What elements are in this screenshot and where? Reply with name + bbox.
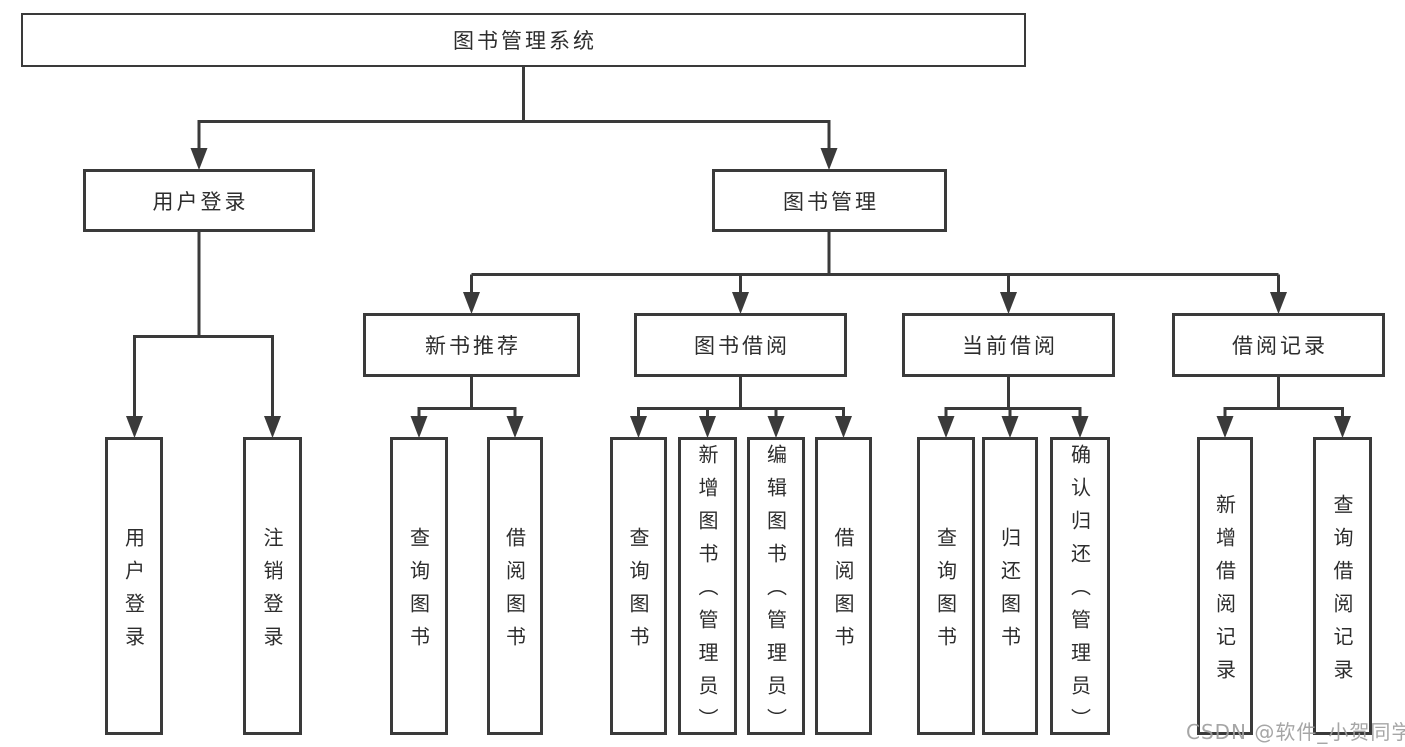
arrow-down-icon [190, 148, 208, 170]
node-label: 查询图书 [933, 526, 958, 659]
arrow-down-icon [264, 416, 281, 438]
arrow-down-icon [630, 416, 647, 438]
arrow-down-icon [820, 148, 838, 170]
csdn-watermark: CSDN @软件_小贺同学 [1186, 720, 1405, 744]
node-logout-leaf: 注销登录 [243, 437, 302, 735]
node-label: 查询借阅记录 [1330, 493, 1354, 692]
node-label: 图书管理 [783, 189, 879, 214]
arrow-down-icon [835, 416, 852, 438]
node-root-system: 图书管理系统 [21, 13, 1026, 67]
connector-current-children [944, 377, 1082, 418]
node-book-borrowing: 图书借阅 [634, 313, 847, 377]
connector-userlogin-children [133, 232, 274, 418]
node-label: 用户登录 [152, 189, 249, 214]
connector-bookmgmt-to-level2 [470, 232, 1280, 294]
node-user-login-leaf: 用户登录 [105, 437, 163, 735]
node-borrow-records: 借阅记录 [1172, 313, 1385, 377]
node-label: 新增借阅记录 [1212, 493, 1237, 692]
arrow-down-icon [1001, 416, 1019, 438]
node-label: 编辑图书（管理员） [763, 444, 788, 741]
connector-borrowing-children [637, 377, 845, 418]
connector-root-to-level1 [197, 67, 831, 150]
arrow-down-icon [1270, 292, 1287, 314]
arrow-down-icon [767, 416, 785, 438]
node-user-login: 用户登录 [83, 169, 315, 232]
node-borrowing-borrow-books: 借阅图书 [815, 437, 872, 735]
node-newbooks-query-books: 查询图书 [390, 437, 448, 735]
node-new-book-recommend: 新书推荐 [363, 313, 580, 377]
node-current-borrowing: 当前借阅 [902, 313, 1115, 377]
node-label: 查询图书 [626, 526, 650, 659]
node-borrowing-edit-books-admin: 编辑图书（管理员） [747, 437, 805, 741]
arrow-down-icon [1216, 416, 1234, 438]
arrow-down-icon [699, 416, 716, 438]
node-label: 借阅图书 [502, 526, 527, 659]
node-label: 借阅记录 [1232, 334, 1328, 358]
node-borrowing-query-books: 查询图书 [610, 437, 667, 735]
node-label: 查询图书 [406, 526, 431, 659]
connector-paths [133, 67, 1344, 418]
node-label: 用户登录 [121, 526, 146, 659]
node-records-add-record: 新增借阅记录 [1197, 437, 1253, 735]
node-label: 新书推荐 [425, 334, 521, 358]
arrowheads [126, 148, 1351, 438]
node-newbooks-borrow-books: 借阅图书 [487, 437, 543, 735]
arrow-down-icon [410, 416, 428, 438]
node-label: 归还图书 [997, 526, 1022, 659]
connector-records-children [1223, 377, 1344, 418]
node-label: 图书管理系统 [453, 29, 597, 53]
node-label: 注销登录 [260, 526, 284, 659]
arrow-down-icon [1334, 416, 1351, 438]
node-label: 新增图书（管理员） [695, 444, 719, 741]
arrow-down-icon [506, 416, 524, 438]
node-label: 图书借阅 [694, 334, 790, 358]
node-current-confirm-return-admin: 确认归还（管理员） [1050, 437, 1110, 741]
arrow-down-icon [732, 292, 749, 314]
node-borrowing-add-books-admin: 新增图书（管理员） [678, 437, 737, 741]
arrow-down-icon [126, 416, 143, 438]
node-label: 借阅图书 [831, 526, 855, 659]
node-current-query-books: 查询图书 [917, 437, 975, 735]
arrow-down-icon [1071, 416, 1089, 438]
connector-newbooks-children [417, 377, 517, 418]
node-label: 当前借阅 [962, 334, 1058, 358]
node-label: 确认归还（管理员） [1067, 444, 1092, 741]
arrow-down-icon [937, 416, 955, 438]
node-book-management: 图书管理 [712, 169, 947, 232]
arrow-down-icon [463, 292, 480, 314]
arrow-down-icon [1000, 292, 1017, 314]
node-records-query-record: 查询借阅记录 [1313, 437, 1372, 735]
node-current-return-books: 归还图书 [982, 437, 1038, 735]
